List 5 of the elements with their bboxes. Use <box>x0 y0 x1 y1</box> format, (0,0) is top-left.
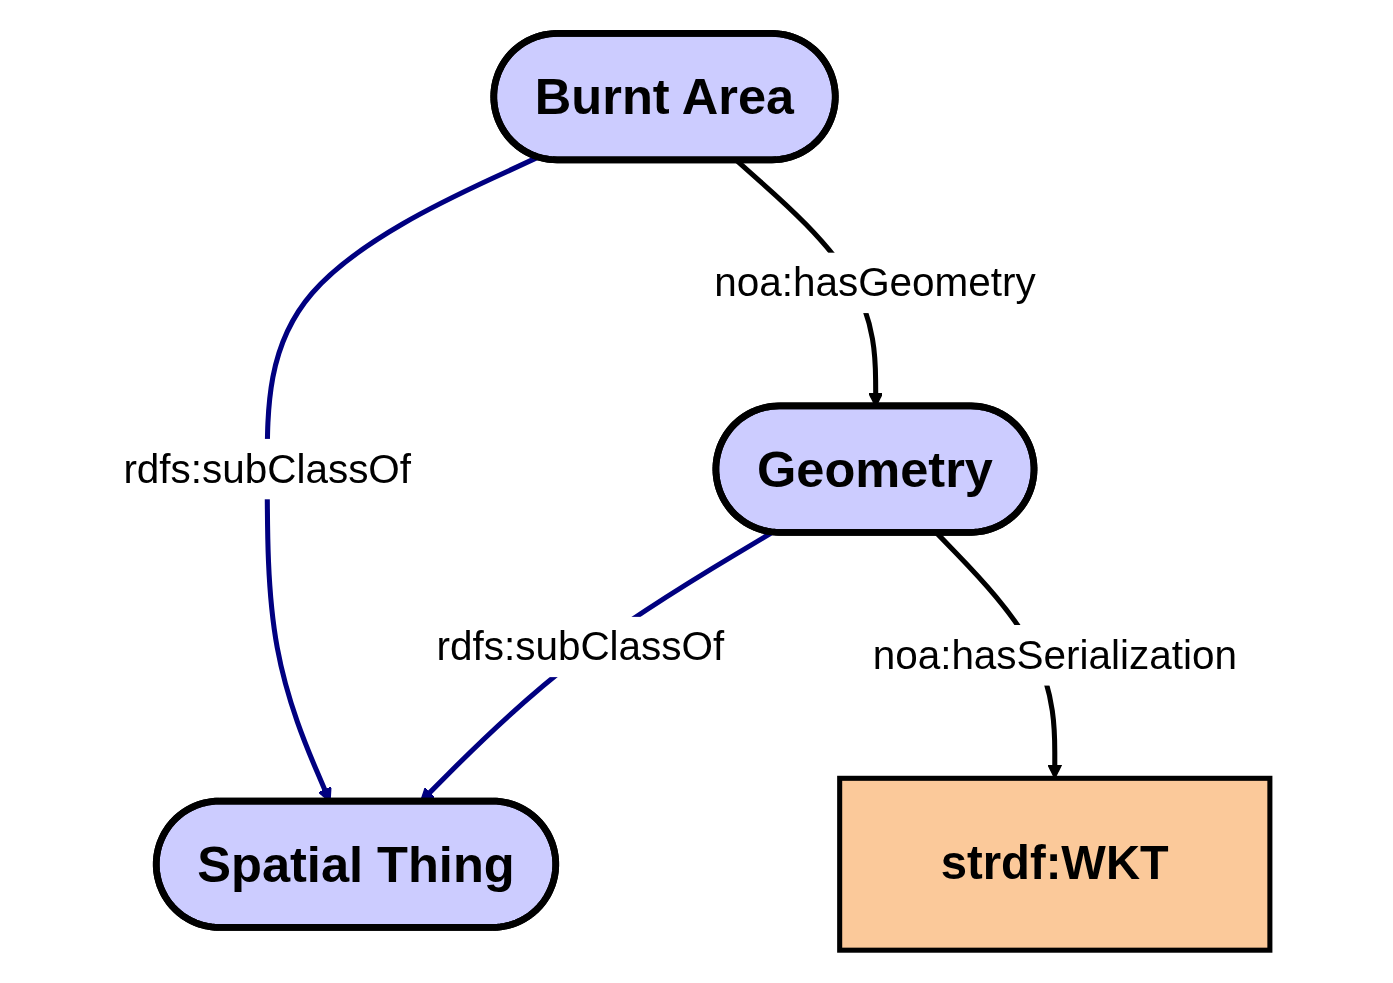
edge-label: noa:hasSerialization <box>872 631 1237 677</box>
edge-label: rdfs:subClassOf <box>436 623 725 669</box>
node-box: strdf:WKT <box>837 775 1273 953</box>
edge-label: noa:hasGeometry <box>714 258 1036 305</box>
edge-label: rdfs:subClassOf <box>123 445 411 491</box>
